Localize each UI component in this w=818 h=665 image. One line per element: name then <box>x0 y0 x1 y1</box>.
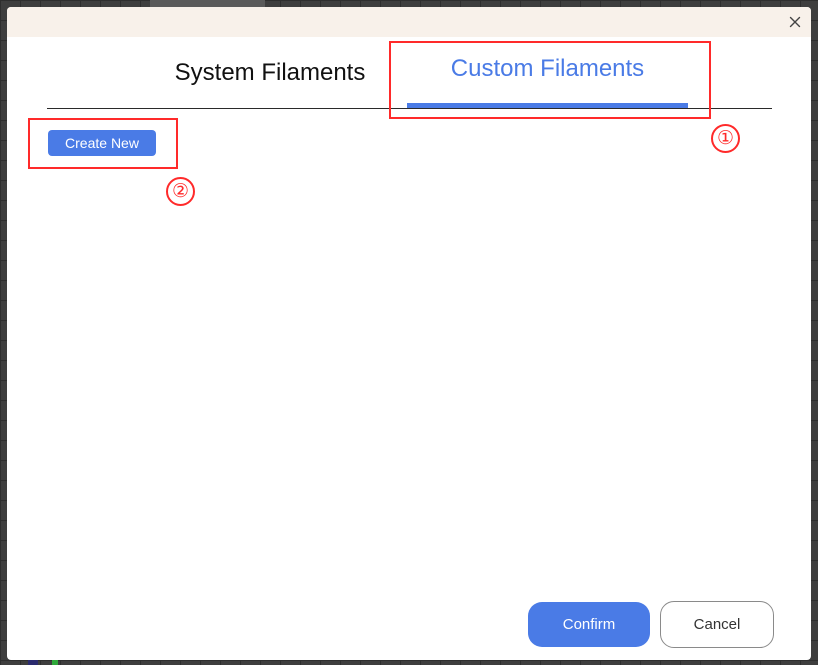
create-new-button[interactable]: Create New <box>48 130 156 156</box>
active-tab-indicator <box>407 103 688 108</box>
background-axis-mark <box>52 660 58 665</box>
cancel-button[interactable]: Cancel <box>660 601 774 648</box>
tab-system-filaments[interactable]: System Filaments <box>155 37 385 108</box>
tab-system-filaments-label: System Filaments <box>174 59 366 86</box>
close-button[interactable] <box>785 12 805 32</box>
dialog-title-bar <box>7 7 811 37</box>
confirm-button[interactable]: Confirm <box>528 602 650 647</box>
filament-tabs: System Filaments Custom Filaments <box>47 37 772 109</box>
tab-custom-filaments[interactable]: Custom Filaments <box>407 37 688 108</box>
background-viewport-mark <box>28 660 38 665</box>
close-icon <box>789 16 801 28</box>
tab-custom-filaments-label: Custom Filaments <box>450 55 645 82</box>
annotation-marker-2: ② <box>166 177 195 206</box>
filament-dialog: System Filaments Custom Filaments Create… <box>7 7 811 660</box>
annotation-marker-1: ① <box>711 124 740 153</box>
